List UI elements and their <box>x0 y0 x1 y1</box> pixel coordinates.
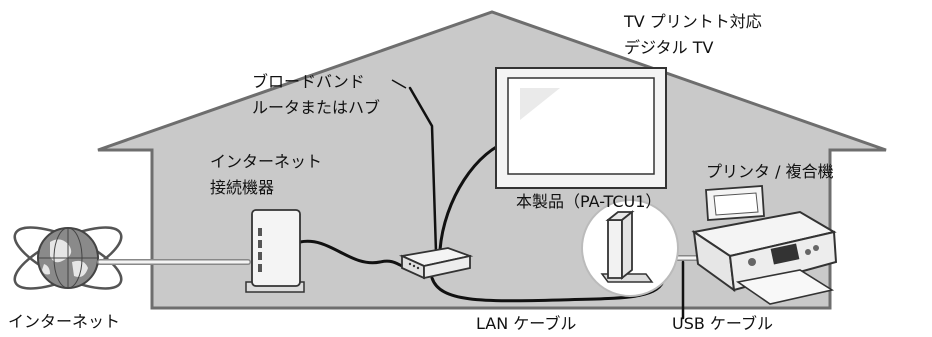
modem-device-icon <box>245 209 305 293</box>
router-label-line2: ルータまたはハブ <box>252 98 381 117</box>
lan-cable-label: LAN ケーブル <box>476 314 577 333</box>
tv-label-line2: デジタル TV <box>624 38 714 57</box>
router-device-icon <box>398 247 474 280</box>
tv-device-icon <box>495 67 667 189</box>
printer-label: プリンタ / 複合機 <box>706 162 834 181</box>
usb-cable-label: USB ケーブル <box>672 314 773 333</box>
product-label: 本製品（PA-TCU1） <box>516 192 662 211</box>
modem-label-line2: 接続機器 <box>210 178 275 197</box>
internet-label: インターネット <box>8 312 121 331</box>
router-label-line1: ブロードバンド <box>252 72 365 91</box>
internet-globe-icon <box>13 226 123 290</box>
router-leader-line <box>391 79 407 89</box>
modem-label-line1: インターネット <box>210 152 323 171</box>
tv-label-line1: TV プリントト対応 <box>624 12 762 31</box>
product-device-icon <box>581 199 679 297</box>
printer-device-icon <box>691 185 838 305</box>
